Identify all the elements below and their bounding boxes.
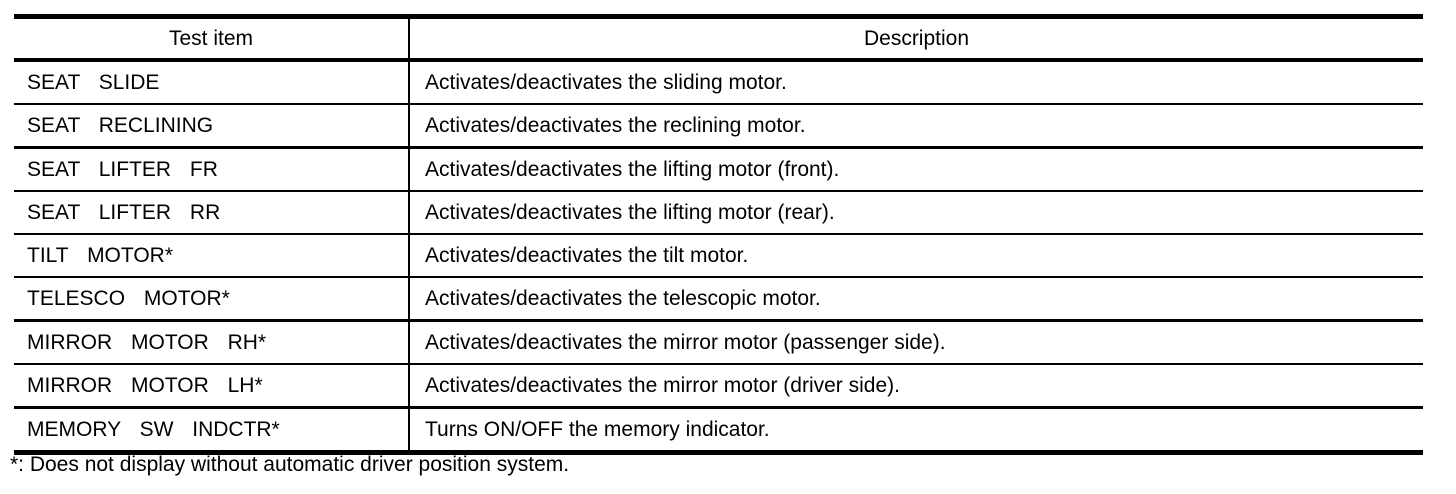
- header-test-item: Test item: [14, 16, 410, 62]
- description-cell: Activates/deactivates the mirror motor (…: [409, 320, 1423, 365]
- test-item-cell: SEAT LIFTER FR: [14, 147, 410, 192]
- test-item-cell: MIRROR MOTOR LH*: [14, 364, 410, 409]
- description-cell: Activates/deactivates the reclining moto…: [409, 104, 1423, 149]
- table-header: Test item Description: [14, 16, 1423, 62]
- header-row: Test item Description: [14, 16, 1423, 62]
- description-cell: Activates/deactivates the tilt motor.: [409, 234, 1423, 278]
- table-row: SEAT SLIDE Activates/deactivates the sli…: [14, 60, 1423, 105]
- test-item-cell: TELESCO MOTOR*: [14, 277, 410, 322]
- table-row: TELESCO MOTOR* Activates/deactivates the…: [14, 277, 1423, 322]
- description-cell: Activates/deactivates the mirror motor (…: [409, 364, 1423, 409]
- test-item-cell: TILT MOTOR*: [14, 234, 410, 278]
- table-row: MIRROR MOTOR LH* Activates/deactivates t…: [14, 364, 1423, 409]
- table-row: SEAT RECLINING Activates/deactivates the…: [14, 104, 1423, 149]
- description-cell: Activates/deactivates the telescopic mot…: [409, 277, 1423, 322]
- description-cell: Turns ON/OFF the memory indicator.: [425, 417, 770, 441]
- table-footnote: *: Does not display without automatic dr…: [10, 453, 570, 476]
- table-row: SEAT LIFTER RR Activates/deactivates the…: [14, 191, 1423, 235]
- description-cell: Activates/deactivates the lifting motor …: [409, 147, 1423, 192]
- table-body: SEAT SLIDE Activates/deactivates the sli…: [14, 60, 1423, 453]
- test-item-cell: SEAT SLIDE: [14, 60, 410, 105]
- table-row: SEAT LIFTER FR Activates/deactivates the…: [14, 147, 1423, 192]
- description-cell: Activates/deactivates the sliding motor.: [409, 60, 1423, 105]
- table-row: MEMORY SW INDCTR* Turns ON/OFF the memor…: [14, 407, 1423, 453]
- table-row: MIRROR MOTOR RH* Activates/deactivates t…: [14, 320, 1423, 365]
- test-item-cell: MEMORY SW INDCTR*: [14, 407, 410, 453]
- test-item-cell: SEAT RECLINING: [14, 104, 410, 149]
- table-row: TILT MOTOR* Activates/deactivates the ti…: [14, 234, 1423, 278]
- test-item-cell: SEAT LIFTER RR: [14, 191, 410, 235]
- header-description: Description: [409, 16, 1423, 62]
- test-item-cell: MIRROR MOTOR RH*: [14, 320, 410, 365]
- description-cell: Activates/deactivates the lifting motor …: [409, 191, 1423, 235]
- test-item-table: Test item Description SEAT SLIDE Activat…: [14, 14, 1423, 455]
